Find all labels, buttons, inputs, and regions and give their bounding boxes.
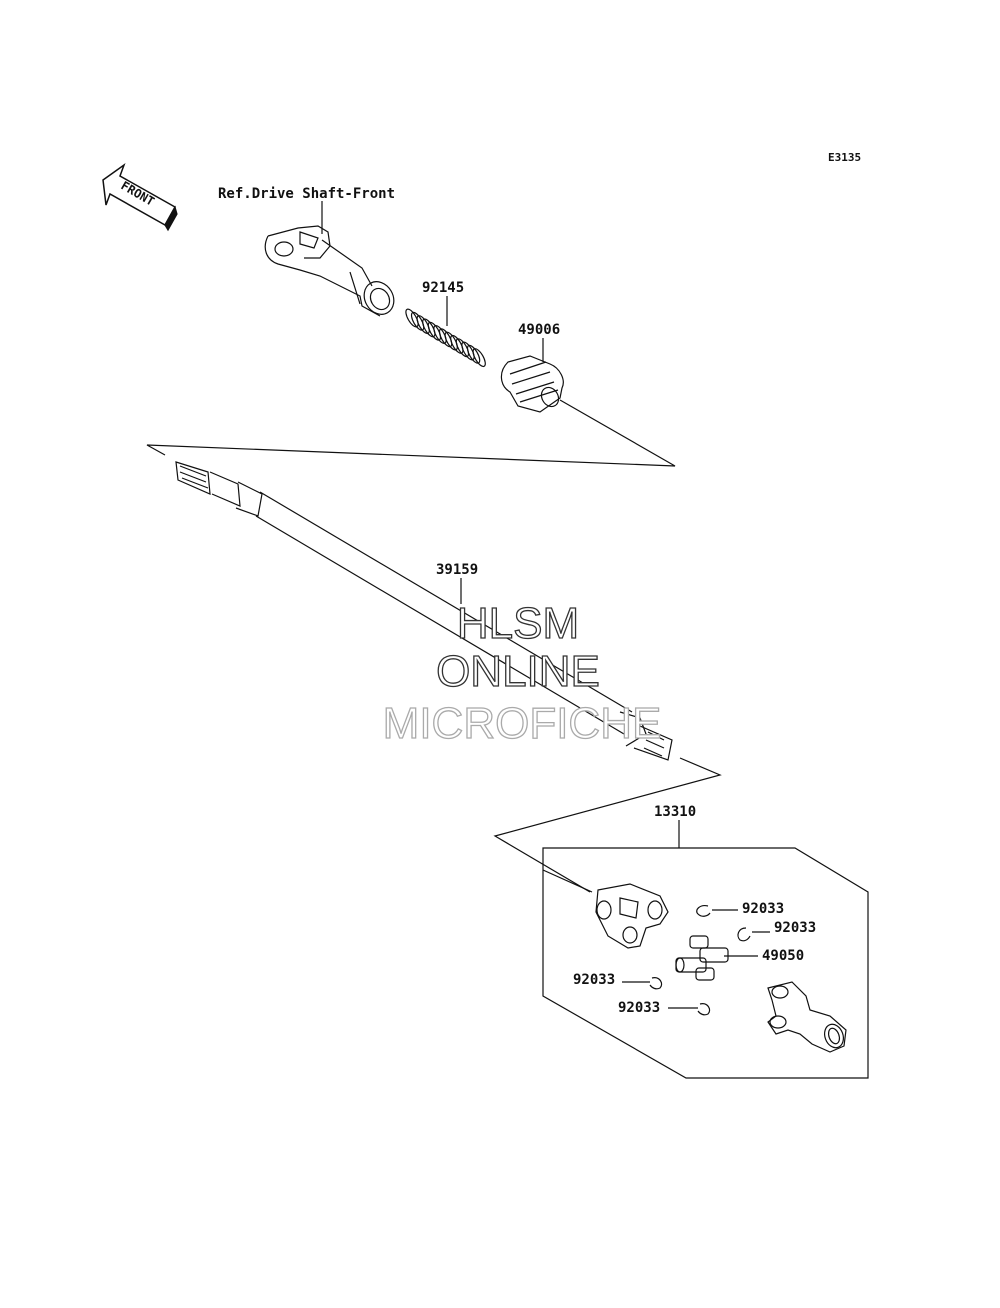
front-arrow-icon: FRONT (102, 162, 178, 232)
watermark-line2: ONLINE (436, 647, 600, 696)
watermark-line1: HLSM (457, 599, 579, 648)
spring-part (405, 308, 486, 368)
joint-assy-inner-line (542, 869, 593, 893)
ref-drive-shaft-front-label: Ref.Drive Shaft-Front (218, 186, 395, 202)
part-label-92033-2: 92033 (774, 920, 816, 936)
boot-part (500, 355, 564, 413)
circlip-part-3 (649, 977, 663, 990)
propeller-shaft-part (175, 461, 673, 761)
watermark-line3: MICROFICHE (383, 699, 662, 748)
joint-yoke-part (595, 883, 669, 949)
spider-cross-part (675, 935, 729, 981)
part-label-49050: 49050 (762, 948, 804, 964)
part-label-39159: 39159 (436, 562, 478, 578)
diagram-code: E3135 (828, 151, 861, 164)
explode-line-upper (146, 399, 676, 467)
spring-coil (472, 348, 486, 368)
sleeve-yoke-part (767, 981, 847, 1053)
circlip-part-2 (737, 927, 751, 942)
part-label-92145: 92145 (422, 280, 464, 296)
part-label-13310: 13310 (654, 804, 696, 820)
watermark: HLSM ONLINE MICROFICHE (382, 598, 662, 748)
front-yoke-part (264, 225, 395, 317)
part-label-92033-3: 92033 (573, 972, 615, 988)
part-label-92033-1: 92033 (742, 901, 784, 917)
part-label-49006: 49006 (518, 322, 560, 338)
circlip-part-1 (696, 905, 711, 917)
explode-line-lower (493, 757, 722, 893)
joint-assy-group-box (542, 847, 869, 1079)
part-label-92033-4: 92033 (618, 1000, 660, 1016)
circlip-part-4 (697, 1003, 711, 1016)
